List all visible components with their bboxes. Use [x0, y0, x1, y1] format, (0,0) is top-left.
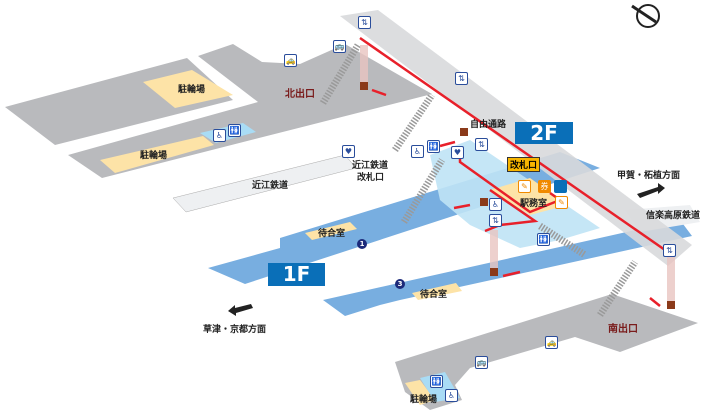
- toilet-icon: 🚻: [228, 124, 241, 137]
- ticket-office-icon: 券: [538, 180, 551, 193]
- south-exit-label: 南出口: [608, 324, 638, 335]
- parking-label-2: 駐輪場: [140, 151, 168, 161]
- stairs-north: [320, 43, 361, 105]
- parking-area-1: [143, 70, 233, 108]
- south-exit-area: [395, 294, 698, 410]
- floor-badge-1f: 1F: [268, 263, 325, 286]
- parking-label-3: 駐輪場: [410, 395, 438, 405]
- elevator-icon: ⇅: [489, 214, 502, 227]
- toilet-icon: 🚻: [537, 233, 550, 246]
- ticket-gate-label: 改札口: [507, 157, 541, 172]
- direction-arrow-icon: [637, 183, 665, 198]
- waiting-room-label-2: 待合室: [420, 290, 448, 300]
- ohmi-platform: [172, 154, 357, 213]
- parking-area-2: [100, 136, 214, 173]
- aed-icon: ♥: [342, 145, 355, 158]
- elevator-shaft-center: [490, 230, 498, 275]
- stairs-platform-1: [401, 158, 445, 224]
- toilet-icon: 🚻: [430, 375, 443, 388]
- elevator-shaft-south: [667, 255, 675, 305]
- elevator-icon: ⇅: [358, 16, 371, 29]
- aed-icon: ♥: [451, 146, 464, 159]
- to-koka-label: 甲賀・柘植方面: [617, 171, 681, 181]
- ohmi-gate-label-2: 改札口: [357, 173, 385, 183]
- elevator-icon: ⇅: [455, 72, 468, 85]
- bus-icon: 🚌: [333, 40, 346, 53]
- ohmi-railway-label: 近江鉄道: [252, 181, 289, 191]
- elevator-icon: ⇅: [475, 138, 488, 151]
- free-passage-label: 自由通路: [470, 120, 507, 130]
- wheelchair-icon: ♿: [489, 198, 502, 211]
- waiting-room-1-area: [305, 222, 357, 240]
- waiting-room-2-area: [412, 283, 462, 300]
- platform-number-3: 3: [395, 279, 405, 289]
- wheelchair-icon: ♿: [445, 389, 458, 402]
- floor-badge-2f: 2F: [515, 122, 573, 144]
- taxi-icon: 🚕: [284, 54, 297, 67]
- waiting-room-label-1: 待合室: [318, 229, 346, 239]
- platform-3: [323, 220, 692, 316]
- elevator-shaft-north: [360, 45, 368, 85]
- parking-area-3: [405, 380, 435, 405]
- ticket-machine-icon: ✎: [518, 180, 531, 193]
- platform-number-1: 1: [357, 239, 367, 249]
- bus-icon: 🚌: [475, 356, 488, 369]
- stairs-ohmi: [392, 93, 435, 152]
- wheelchair-icon: ♿: [411, 145, 424, 158]
- compass-icon: [631, 4, 660, 28]
- parking-label-1: 駐輪場: [178, 85, 206, 95]
- north-exit-label: 北出口: [285, 89, 315, 100]
- station-office-label: 駅務室: [520, 199, 548, 209]
- taxi-icon: 🚕: [545, 336, 558, 349]
- elevator-icon: ⇅: [663, 244, 676, 257]
- ohmi-gate-label-1: 近江鉄道: [352, 161, 389, 171]
- fare-adjust-icon: ✎: [555, 196, 568, 209]
- toilet-icon: 🚻: [427, 140, 440, 153]
- shigaraki-railway-label: 信楽高原鉄道: [646, 211, 701, 221]
- to-kusatsu-label: 草津・京都方面: [203, 325, 267, 335]
- direction-arrow-icon: [228, 304, 253, 316]
- ic-card-icon: [554, 180, 567, 193]
- wheelchair-icon: ♿: [213, 129, 226, 142]
